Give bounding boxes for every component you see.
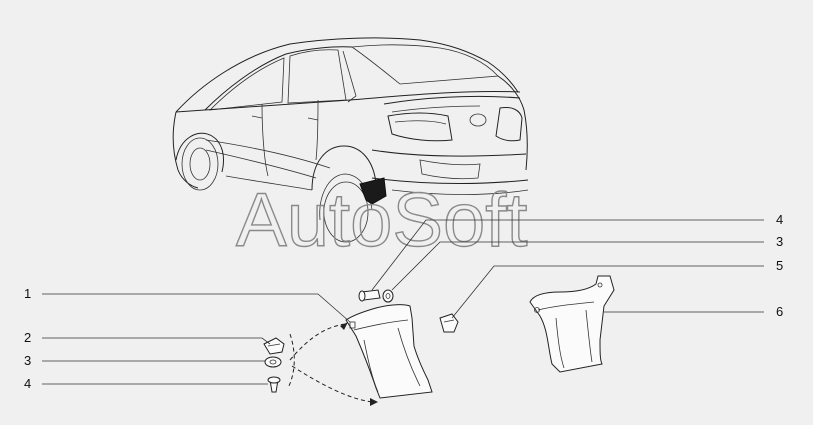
callout-5: 5 [776, 258, 783, 273]
part-1-mud-flap [345, 304, 433, 399]
callout-3-right: 3 [776, 234, 783, 249]
part-6-mud-flap [529, 275, 615, 373]
part-4-screw-right [358, 289, 381, 302]
part-3-washer [264, 356, 282, 368]
callout-3-left: 3 [24, 353, 31, 368]
part-2-clip [263, 337, 285, 355]
part-3-washer-right [382, 289, 394, 303]
watermark-text: AutoSoft [236, 178, 528, 263]
part-5-clip-nut [439, 313, 459, 333]
car-illustration [172, 37, 529, 243]
assembly-arrows [287, 322, 378, 406]
callout-4-right: 4 [776, 212, 783, 227]
leader-lines [42, 219, 764, 385]
callout-6: 6 [776, 304, 783, 319]
callout-4-left: 4 [24, 376, 31, 391]
callout-2: 2 [24, 330, 31, 345]
part-4-screw [267, 376, 281, 393]
callout-1: 1 [24, 286, 31, 301]
